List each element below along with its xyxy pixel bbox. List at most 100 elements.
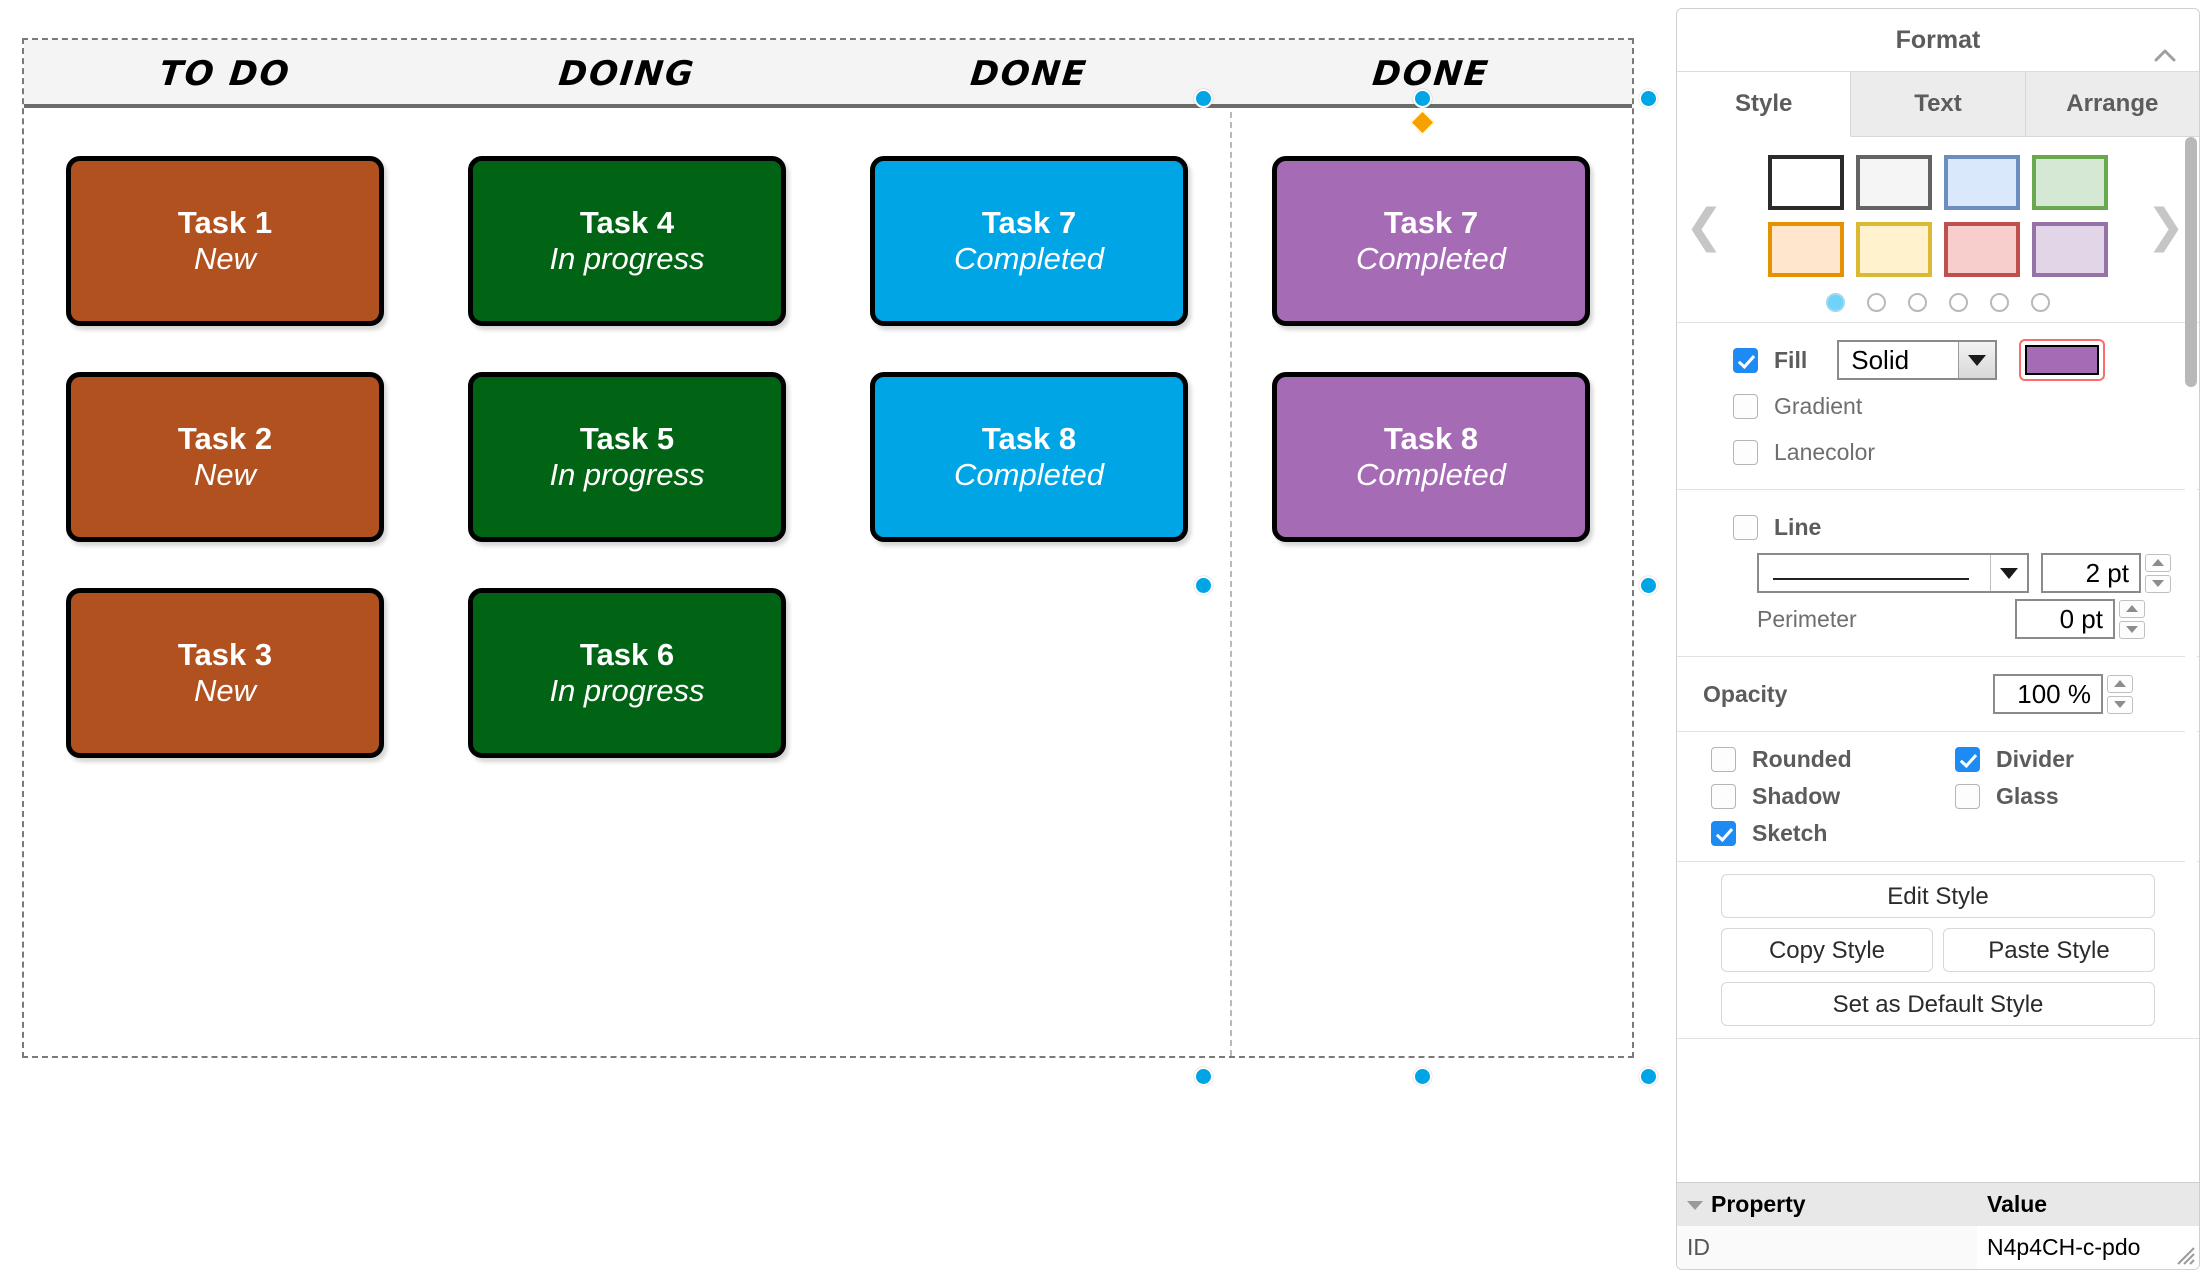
stepper-down[interactable]: [2145, 574, 2171, 593]
chevron-left-icon[interactable]: ❮: [1685, 197, 1724, 252]
copy-style-button[interactable]: Copy Style: [1721, 928, 1933, 972]
style-swatch-3[interactable]: [2032, 155, 2108, 210]
line-style-select[interactable]: [1757, 553, 2029, 593]
style-page-dot-0[interactable]: [1826, 293, 1845, 312]
fill-type-select[interactable]: Solid: [1837, 340, 1998, 380]
lanecolor-checkbox[interactable]: [1733, 439, 1758, 465]
selection-handle[interactable]: [1413, 1067, 1432, 1086]
rounded-checkbox[interactable]: [1711, 747, 1736, 772]
style-swatch-7[interactable]: [2032, 222, 2108, 277]
toggle-rounded[interactable]: Rounded: [1711, 746, 1955, 773]
lanecolor-row[interactable]: Lanecolor: [1677, 429, 2199, 475]
gradient-row[interactable]: Gradient: [1677, 383, 2199, 429]
style-page-dot-1[interactable]: [1867, 293, 1886, 312]
selection-handle[interactable]: [1639, 1067, 1658, 1086]
line-style-row[interactable]: 2 pt: [1677, 550, 2199, 596]
perimeter-input[interactable]: 0 pt: [2015, 599, 2115, 639]
tab-arrange[interactable]: Arrange: [2025, 72, 2199, 136]
property-value-cell[interactable]: N4p4CH-c-pdo: [1977, 1226, 2199, 1269]
toggle-glass[interactable]: Glass: [1955, 783, 2199, 810]
resize-grip-icon[interactable]: [2174, 1244, 2196, 1266]
selection-handle[interactable]: [1194, 576, 1213, 595]
stepper-down[interactable]: [2119, 620, 2145, 639]
style-page-dot-5[interactable]: [2031, 293, 2050, 312]
gradient-checkbox[interactable]: [1733, 393, 1758, 419]
shadow-checkbox[interactable]: [1711, 784, 1736, 809]
glass-checkbox[interactable]: [1955, 784, 1980, 809]
pool-header-row[interactable]: [24, 40, 1632, 108]
sketch-checkbox[interactable]: [1711, 821, 1736, 846]
chevron-right-icon[interactable]: ❯: [2146, 197, 2185, 252]
opacity-row[interactable]: Opacity 100 %: [1677, 671, 2199, 717]
line-checkbox[interactable]: [1733, 514, 1758, 540]
selection-handle[interactable]: [1194, 89, 1213, 108]
stepper-up[interactable]: [2119, 599, 2145, 618]
style-page-dot-2[interactable]: [1908, 293, 1927, 312]
divider-checkbox[interactable]: [1955, 747, 1980, 772]
style-page-dot-3[interactable]: [1949, 293, 1968, 312]
value-column-header[interactable]: Value: [1987, 1191, 2048, 1217]
paste-style-button[interactable]: Paste Style: [1943, 928, 2155, 972]
lane-title-0[interactable]: TO DO: [157, 54, 293, 94]
perimeter-stepper[interactable]: [2119, 599, 2145, 639]
tab-text[interactable]: Text: [1851, 72, 2026, 136]
chevron-down-icon[interactable]: [1990, 555, 2027, 591]
stepper-down[interactable]: [2107, 695, 2133, 714]
style-swatch-0[interactable]: [1768, 155, 1844, 210]
selection-handle[interactable]: [1639, 576, 1658, 595]
line-width-stepper[interactable]: [2145, 553, 2171, 593]
edit-style-button[interactable]: Edit Style: [1721, 874, 2155, 918]
table-row[interactable]: ID N4p4CH-c-pdo: [1677, 1226, 2199, 1269]
property-table[interactable]: Property Value ID N4p4CH-c-pdo: [1677, 1182, 2199, 1269]
style-swatch-6[interactable]: [1944, 222, 2020, 277]
style-swatch-1[interactable]: [1856, 155, 1932, 210]
style-swatch-5[interactable]: [1856, 222, 1932, 277]
property-column-header[interactable]: Property: [1677, 1183, 1977, 1226]
fill-color-button[interactable]: [2019, 339, 2106, 381]
chevron-down-icon[interactable]: [1958, 342, 1996, 378]
style-swatch-2[interactable]: [1944, 155, 2020, 210]
chevron-up-icon[interactable]: [2153, 29, 2177, 62]
style-preset-picker[interactable]: ❮ ❯: [1677, 137, 2199, 323]
style-swatch-4[interactable]: [1768, 222, 1844, 277]
property-table-header[interactable]: Property Value: [1677, 1182, 2199, 1226]
lane-title-2[interactable]: DONE: [968, 54, 1090, 94]
fill-checkbox[interactable]: [1733, 347, 1758, 373]
perimeter-row[interactable]: Perimeter 0 pt: [1677, 596, 2199, 642]
stepper-up[interactable]: [2145, 553, 2171, 572]
stepper-up[interactable]: [2107, 674, 2133, 693]
toggle-sketch[interactable]: Sketch: [1711, 820, 1955, 847]
task-card-title: Task 8: [981, 421, 1077, 457]
task-card-status: Completed: [954, 241, 1104, 276]
panel-scrollbar[interactable]: [2185, 137, 2197, 907]
style-page-dot-4[interactable]: [1990, 293, 2009, 312]
selection-handle[interactable]: [1413, 89, 1432, 108]
toggle-divider[interactable]: Divider: [1955, 746, 2199, 773]
selection-handle[interactable]: [1194, 1067, 1213, 1086]
lane-title-1[interactable]: DOING: [556, 54, 698, 94]
set-default-style-button[interactable]: Set as Default Style: [1721, 982, 2155, 1026]
line-row[interactable]: Line: [1677, 504, 2199, 550]
opacity-input[interactable]: 100 %: [1993, 674, 2103, 714]
opacity-stepper[interactable]: [2107, 674, 2133, 714]
selection-handle[interactable]: [1639, 89, 1658, 108]
toggle-shadow[interactable]: Shadow: [1711, 783, 1955, 810]
lane-divider-3[interactable]: [1230, 112, 1232, 1056]
fill-row[interactable]: Fill Solid: [1677, 337, 2199, 383]
tab-style[interactable]: Style: [1677, 72, 1852, 137]
line-width-input[interactable]: 2 pt: [2041, 553, 2141, 593]
